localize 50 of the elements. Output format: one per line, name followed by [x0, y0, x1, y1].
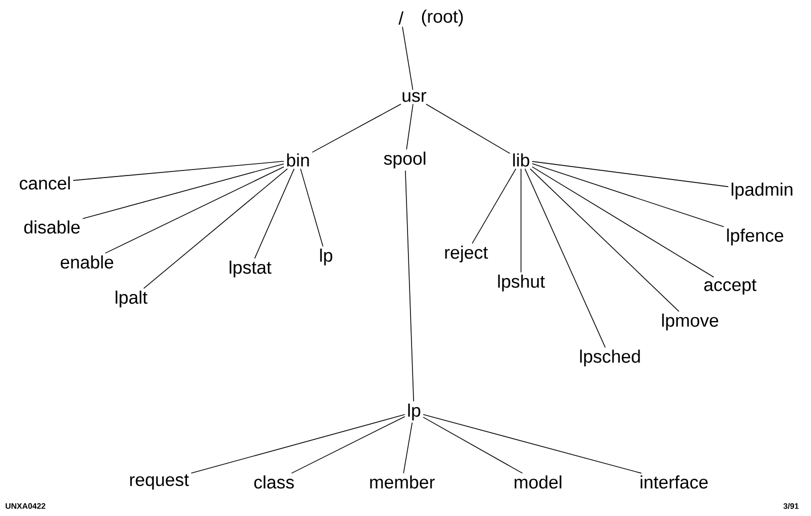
directory-label: / — [398, 11, 404, 25]
directory-label: lpmove — [662, 314, 718, 330]
tree-line — [532, 166, 714, 278]
directory-label: model — [514, 475, 562, 489]
node-caption: (root) — [422, 10, 463, 26]
directory-label: disable — [24, 220, 80, 234]
tree-line — [532, 161, 729, 188]
tree-line — [143, 168, 288, 289]
directory-label: reject — [445, 246, 488, 262]
directory-label: lib — [513, 153, 530, 167]
tree-line — [254, 168, 295, 259]
directory-label: lpalt — [116, 290, 148, 308]
tree-line — [104, 166, 284, 254]
tree-line — [403, 422, 413, 474]
directory-label: spool — [384, 152, 426, 168]
directory-label: member — [370, 475, 435, 489]
directory-label: enable — [60, 255, 114, 269]
directory-label: request — [130, 474, 189, 490]
tree-line — [404, 170, 414, 402]
tree-line — [530, 168, 680, 312]
tree-line — [72, 160, 284, 181]
directory-label: lpadmin — [732, 182, 792, 200]
directory-label: lpsched — [580, 350, 640, 366]
directory-label: lpshut — [498, 274, 545, 292]
directory-label: cancel — [20, 176, 70, 190]
tree-line — [402, 26, 414, 90]
tree-line — [300, 168, 324, 247]
directory-label: usr — [402, 92, 426, 102]
directory-label: lpfence — [727, 228, 784, 246]
figure-code: UNXA0422 — [6, 503, 46, 509]
tree-line — [472, 168, 516, 244]
tree-line — [426, 104, 510, 154]
tree-line — [520, 168, 522, 273]
directory-label: lpstat — [230, 260, 272, 278]
directory-label: accept — [704, 279, 756, 295]
directory-label: class — [254, 475, 294, 489]
tree-line — [82, 163, 284, 220]
tree-line — [190, 414, 406, 474]
directory-label: lp — [320, 248, 332, 266]
tree-line — [406, 104, 414, 150]
tree-line — [312, 104, 402, 153]
directory-label: bin — [287, 153, 309, 167]
directory-label: lp — [408, 404, 420, 420]
directory-label: interface — [640, 475, 708, 489]
tree-line — [422, 416, 523, 474]
figure-code: 3/91 — [783, 503, 799, 509]
tree-line — [422, 414, 642, 474]
tree-line — [532, 163, 724, 228]
tree-line — [524, 168, 606, 348]
tree-line — [291, 416, 406, 474]
